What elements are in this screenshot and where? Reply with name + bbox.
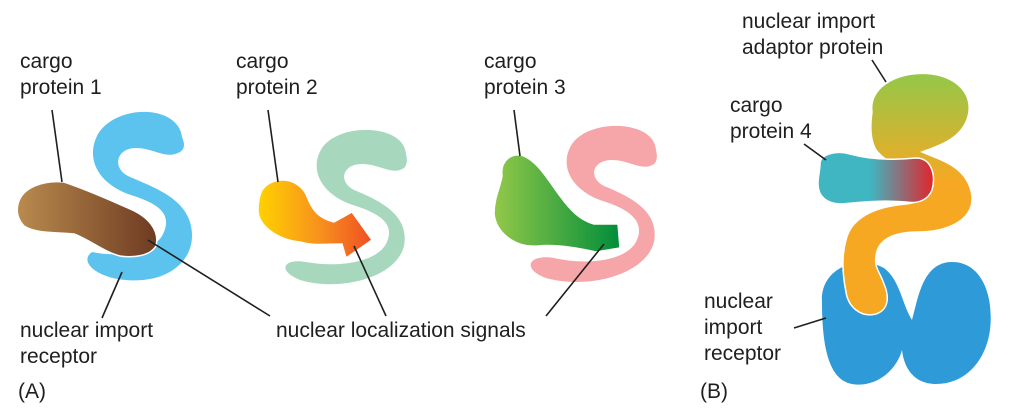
receptor-b-label-line3: receptor [704, 342, 781, 365]
complex-1 [16, 111, 193, 281]
panel-b-label: (B) [700, 380, 728, 403]
leader-cargo-4 [803, 143, 827, 161]
leader-receptor-b [793, 317, 827, 329]
cargo-2-label-line2: protein 2 [236, 76, 318, 99]
cargo-3-label-line1: cargo [484, 50, 537, 73]
receptor-a-label-line2: receptor [20, 345, 97, 368]
leader-cargo-2 [267, 109, 279, 183]
cargo-protein-1 [16, 180, 158, 258]
leader-adaptor [871, 59, 887, 83]
adaptor-label-line2: adaptor protein [742, 36, 883, 59]
nuclear-localization-signals-label: nuclear localization signals [276, 319, 526, 342]
cargo-4-label-line1: cargo [730, 94, 783, 117]
receptor-b-label-line2: import [704, 316, 763, 339]
complex-2 [257, 129, 407, 285]
cargo-protein-3 [493, 154, 621, 253]
panel-a-label: (A) [18, 380, 46, 403]
nuclear-import-receptor-1 [87, 111, 193, 281]
panel-b: nuclear import adaptor protein cargo pro… [700, 10, 991, 403]
leader-receptor-a [101, 271, 123, 319]
complex-3 [493, 125, 657, 282]
leader-nls-2 [353, 245, 387, 317]
leader-nls-1 [147, 239, 271, 317]
nuclear-import-receptor-2 [285, 129, 407, 285]
cargo-protein-4 [817, 151, 935, 205]
leader-cargo-1 [51, 109, 63, 183]
cargo-protein-2 [257, 179, 374, 260]
receptor-a-label-line1: nuclear import [20, 319, 153, 342]
nuclear-import-receptor-3 [530, 125, 657, 282]
cargo-2-label-line1: cargo [236, 50, 289, 73]
receptor-b-label-line1: nuclear [704, 290, 773, 313]
cargo-1-label-line1: cargo [20, 50, 73, 73]
panel-a: cargo protein 1 cargo protein 2 cargo pr… [16, 50, 657, 403]
leader-cargo-3 [513, 109, 521, 157]
adaptor-label-line1: nuclear import [742, 10, 875, 33]
cargo-1-label-line2: protein 1 [20, 76, 102, 99]
leader-nls-3 [545, 243, 605, 317]
cargo-3-label-line2: protein 3 [484, 76, 566, 99]
cargo-4-label-line2: protein 4 [730, 120, 812, 143]
